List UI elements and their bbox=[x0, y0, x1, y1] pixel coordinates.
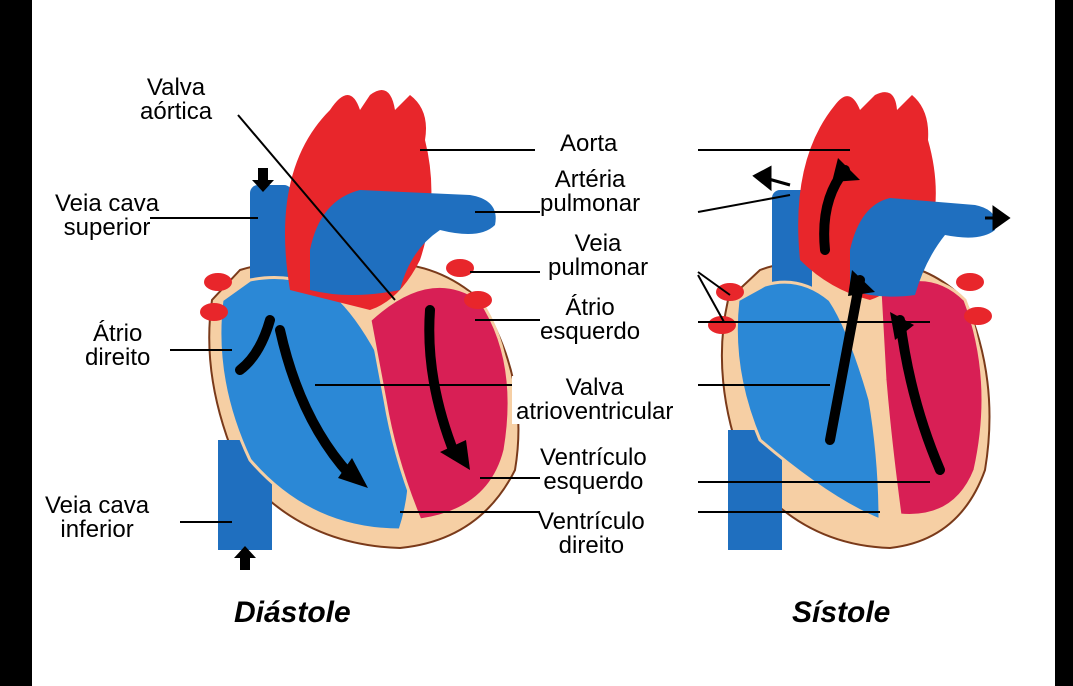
heart-diastole bbox=[150, 90, 540, 570]
pulmonary-artery-systole bbox=[850, 198, 996, 297]
label-ventriculo-direito-line2: direito bbox=[558, 532, 625, 559]
pulmonary-artery-diastole bbox=[310, 190, 496, 295]
leader-lines-diastole bbox=[150, 114, 540, 523]
label-veia-pulmonar-line1: Veia bbox=[574, 230, 622, 257]
vena-cava-superior-diastole bbox=[250, 185, 292, 305]
arrow-heads-systole bbox=[832, 158, 914, 340]
label-veia-cava-superior-line1: Veia cava bbox=[55, 190, 160, 217]
inflow-arrows-diastole bbox=[234, 168, 274, 570]
flow-arrows-diastole bbox=[235, 305, 460, 480]
label-valva-atrioventricular-line1: Valva bbox=[565, 374, 624, 401]
label-ventriculo-esquerdo: Ventrículo esquerdo bbox=[540, 446, 647, 494]
label-ventriculo-direito-line1: Ventrículo bbox=[538, 508, 645, 535]
label-valva-atrioventricular-line2: atrioventricular bbox=[516, 398, 674, 425]
outflow-arrows-systole bbox=[752, 165, 1011, 231]
label-atrio-direito: Átrio direito bbox=[85, 322, 150, 370]
label-ventriculo-esquerdo-line2: esquerdo bbox=[543, 468, 644, 495]
leader-lines-systole bbox=[697, 149, 930, 513]
label-atrio-direito-line1: Átrio bbox=[93, 320, 143, 347]
label-veia-cava-superior: Veia cava superior bbox=[55, 192, 159, 240]
label-arteria-pulmonar: Artéria pulmonar bbox=[540, 168, 640, 216]
pulmonary-veins-right-systole bbox=[956, 273, 992, 325]
caption-diastole: Diástole bbox=[234, 596, 351, 629]
label-atrio-esquerdo-line1: Átrio bbox=[565, 294, 615, 321]
label-atrio-direito-line2: direito bbox=[85, 344, 151, 371]
pulmonary-veins-left-systole bbox=[708, 283, 744, 334]
pulmonary-veins-left-diastole bbox=[200, 273, 232, 321]
label-veia-cava-inferior-line1: Veia cava bbox=[45, 492, 150, 519]
label-valva-atrioventricular: Valva atrioventricular bbox=[512, 374, 678, 425]
label-valva-aortica-line2: aórtica bbox=[140, 98, 213, 125]
caption-systole: Sístole bbox=[792, 596, 891, 629]
label-veia-pulmonar: Veia pulmonar bbox=[548, 232, 648, 280]
label-veia-cava-inferior: Veia cava inferior bbox=[45, 494, 149, 542]
label-atrio-esquerdo-line2: esquerdo bbox=[540, 318, 641, 345]
label-aorta: Aorta bbox=[560, 130, 618, 157]
label-veia-cava-superior-line2: superior bbox=[63, 214, 151, 241]
label-veia-pulmonar-line2: pulmonar bbox=[548, 254, 649, 281]
label-veia-cava-inferior-line2: inferior bbox=[60, 516, 134, 543]
label-valva-aortica: Valva aórtica bbox=[140, 76, 212, 124]
label-ventriculo-esquerdo-line1: Ventrículo bbox=[540, 444, 647, 471]
label-ventriculo-direito: Ventrículo direito bbox=[538, 510, 645, 558]
label-arteria-pulmonar-line2: pulmonar bbox=[540, 190, 641, 217]
label-arteria-pulmonar-line1: Artéria bbox=[554, 166, 626, 193]
heart-systole bbox=[697, 92, 1011, 550]
arrow-heads-diastole bbox=[338, 440, 470, 488]
pulmonary-veins-right-diastole bbox=[446, 259, 492, 309]
label-valva-aortica-line1: Valva bbox=[146, 74, 206, 101]
label-atrio-esquerdo: Átrio esquerdo bbox=[540, 296, 640, 344]
